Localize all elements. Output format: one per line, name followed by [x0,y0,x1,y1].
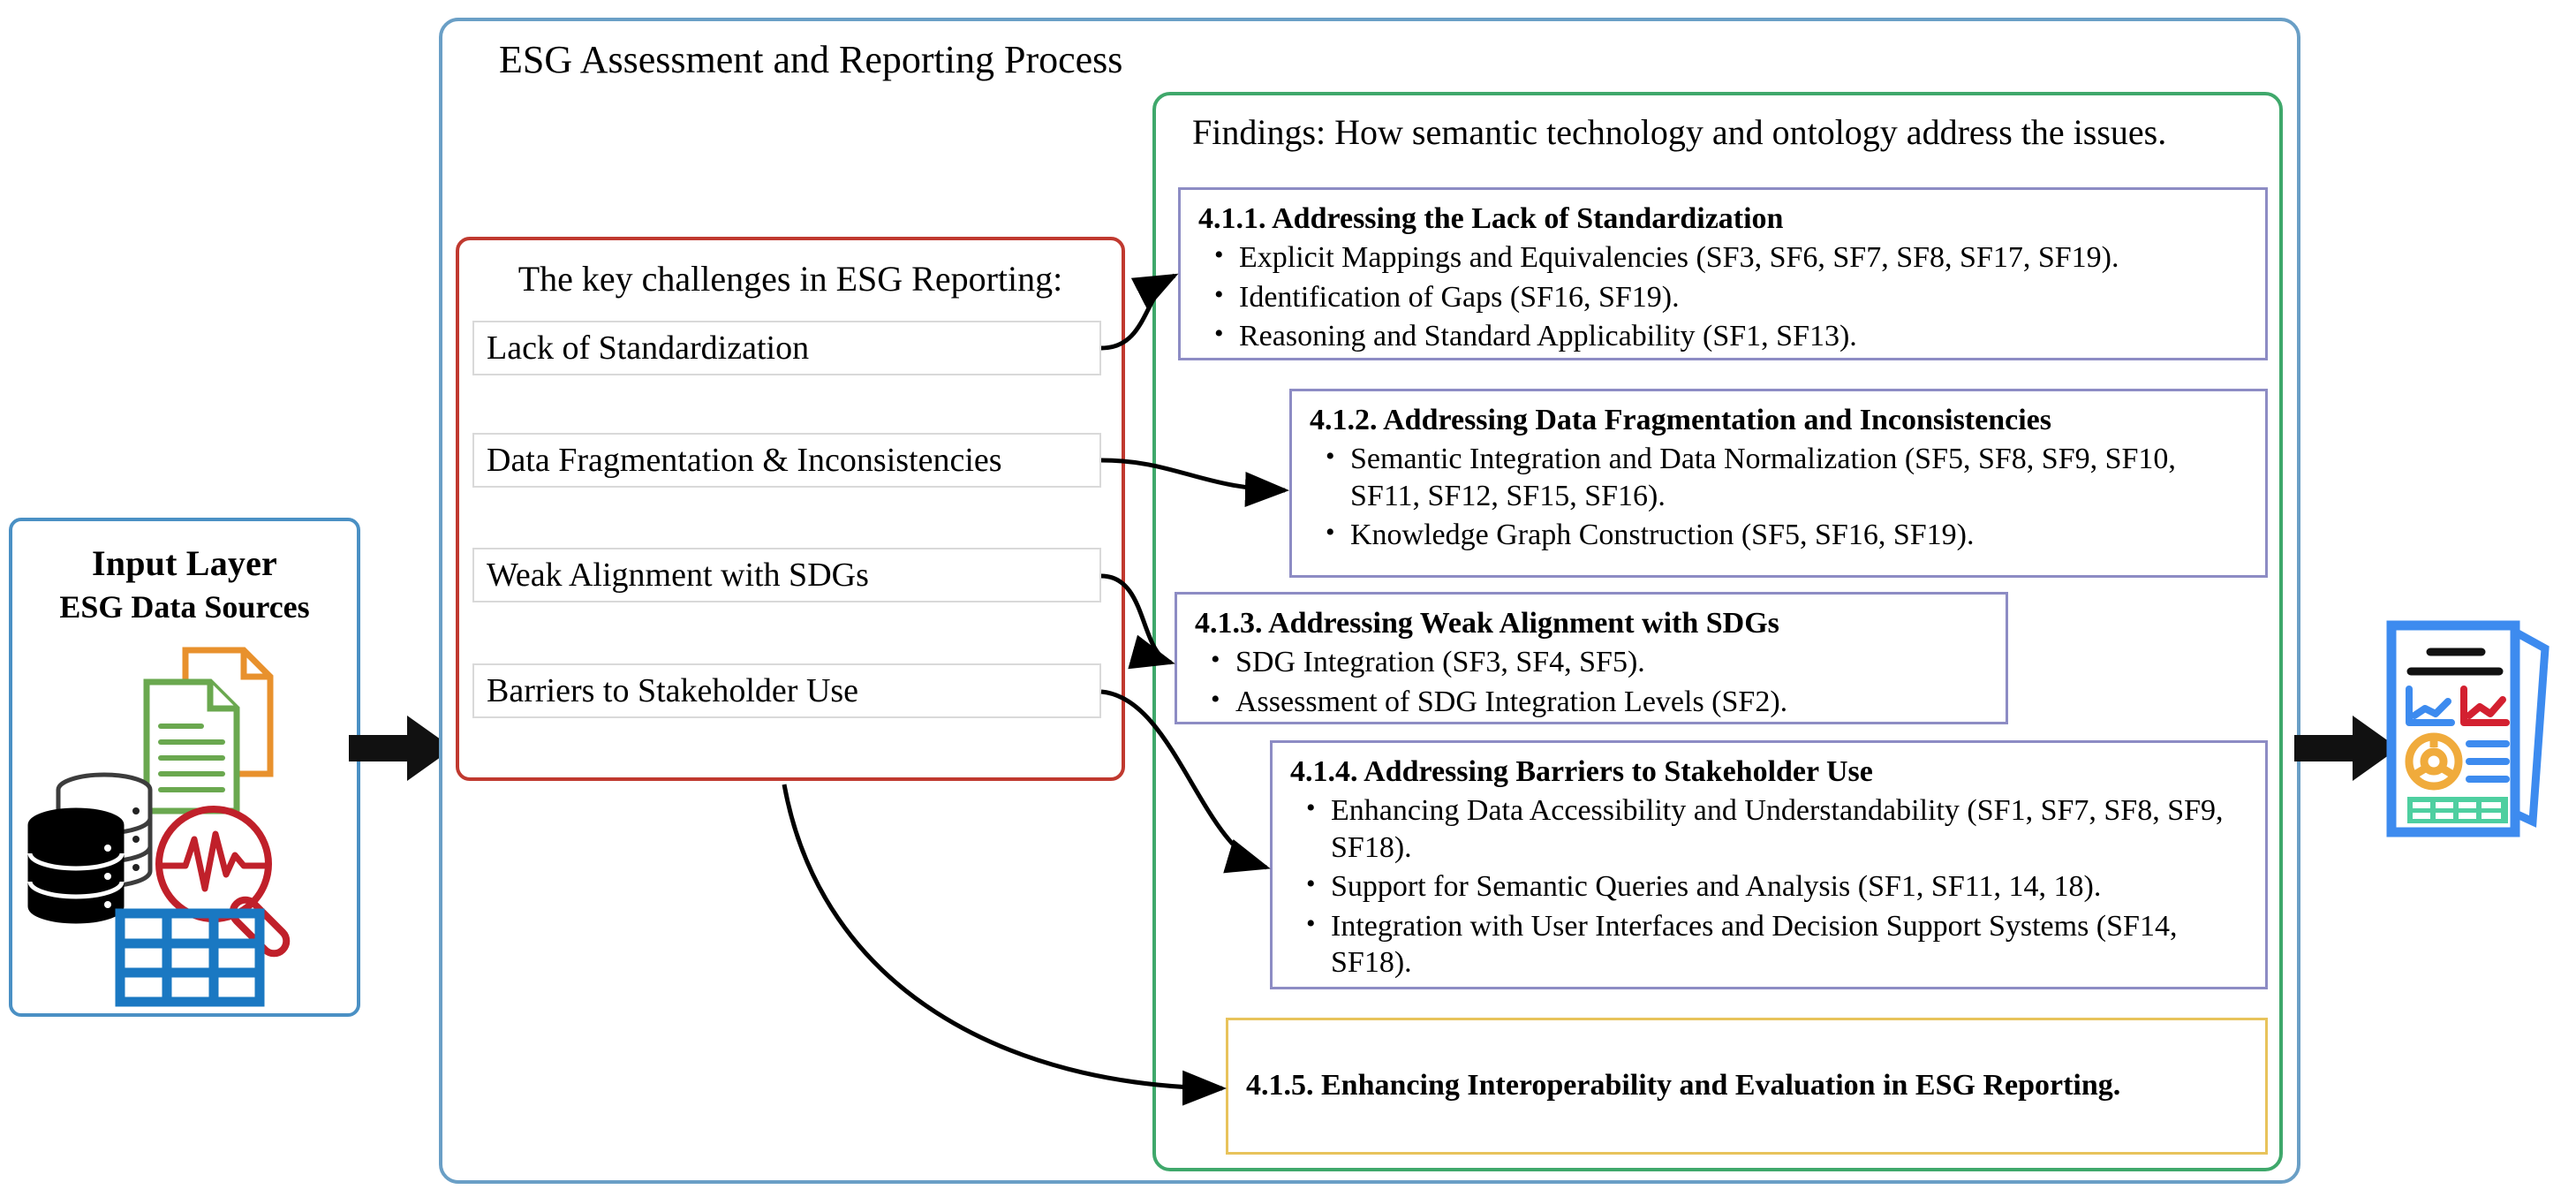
spreadsheet-table-icon [115,908,265,1007]
gauge-icon [2405,732,2463,791]
input-layer-title: Input Layer [91,543,277,583]
finding-box-411: 4.1.1. Addressing the Lack of Standardiz… [1178,187,2268,360]
finding-bullet: Explicit Mappings and Equivalencies (SF3… [1198,239,2251,276]
finding-box-412: 4.1.2. Addressing Data Fragmentation and… [1289,389,2268,578]
challenge-item-weak-alignment-sdgs[interactable]: Weak Alignment with SDGs [472,548,1101,602]
input-layer-panel: Input Layer ESG Data Sources [9,518,360,1017]
finding-bullet-list: Semantic Integration and Data Normalizat… [1310,441,2251,553]
finding-bullet-list: Enhancing Data Accessibility and Underst… [1290,792,2251,981]
finding-bullet: Enhancing Data Accessibility and Underst… [1290,792,2251,866]
finding-bullet: Assessment of SDG Integration Levels (SF… [1195,684,1991,720]
finding-bullet: Semantic Integration and Data Normalizat… [1310,441,2251,514]
finding-bullet-list: SDG Integration (SF3, SF4, SF5). Assessm… [1195,644,1991,720]
finding-box-414: 4.1.4. Addressing Barriers to Stakeholde… [1270,740,2268,989]
finding-heading: 4.1.2. Addressing Data Fragmentation and… [1310,404,2051,436]
page-title: ESG Assessment and Reporting Process [499,38,1123,81]
challenge-item-lack-of-standardization[interactable]: Lack of Standardization [472,321,1101,375]
finding-bullet: Integration with User Interfaces and Dec… [1290,908,2251,981]
esg-report-document-icon [2376,610,2561,848]
finding-bullet: SDG Integration (SF3, SF4, SF5). [1195,644,1991,680]
finding-heading: 4.1.4. Addressing Barriers to Stakeholde… [1290,755,1873,788]
table-icon [2407,797,2508,823]
finding-bullet: Knowledge Graph Construction (SF5, SF16,… [1310,517,2251,553]
analytics-magnifier-icon [155,806,291,958]
finding-box-415: 4.1.5. Enhancing Interoperability and Ev… [1226,1018,2268,1155]
process-to-output-arrow-icon [2294,716,2398,785]
finding-heading: 4.1.5. Enhancing Interoperability and Ev… [1246,1068,2121,1102]
challenges-title: The key challenges in ESG Reporting: [517,259,1063,299]
finding-bullet: Identification of Gaps (SF16, SF19). [1198,279,2251,315]
document-lines-icon [158,724,225,792]
finding-heading: 4.1.3. Addressing Weak Alignment with SD… [1195,607,1779,640]
finding-bullet: Reasoning and Standard Applicability (SF… [1198,318,2251,354]
finding-bullet: Support for Semantic Queries and Analysi… [1290,868,2251,905]
input-to-process-arrow-icon [349,716,453,785]
finding-heading: 4.1.1. Addressing the Lack of Standardiz… [1198,202,1784,235]
finding-box-413: 4.1.3. Addressing Weak Alignment with SD… [1175,592,2008,724]
finding-bullet-list: Explicit Mappings and Equivalencies (SF3… [1198,239,2251,354]
input-layer-subtitle: ESG Data Sources [59,589,310,625]
findings-title: Findings: How semantic technology and on… [1192,112,2167,152]
challenge-item-barriers-stakeholder-use[interactable]: Barriers to Stakeholder Use [472,663,1101,718]
input-layer-icon-group [12,629,357,1009]
challenge-item-data-fragmentation[interactable]: Data Fragmentation & Inconsistencies [472,433,1101,488]
database-icon [27,772,153,924]
